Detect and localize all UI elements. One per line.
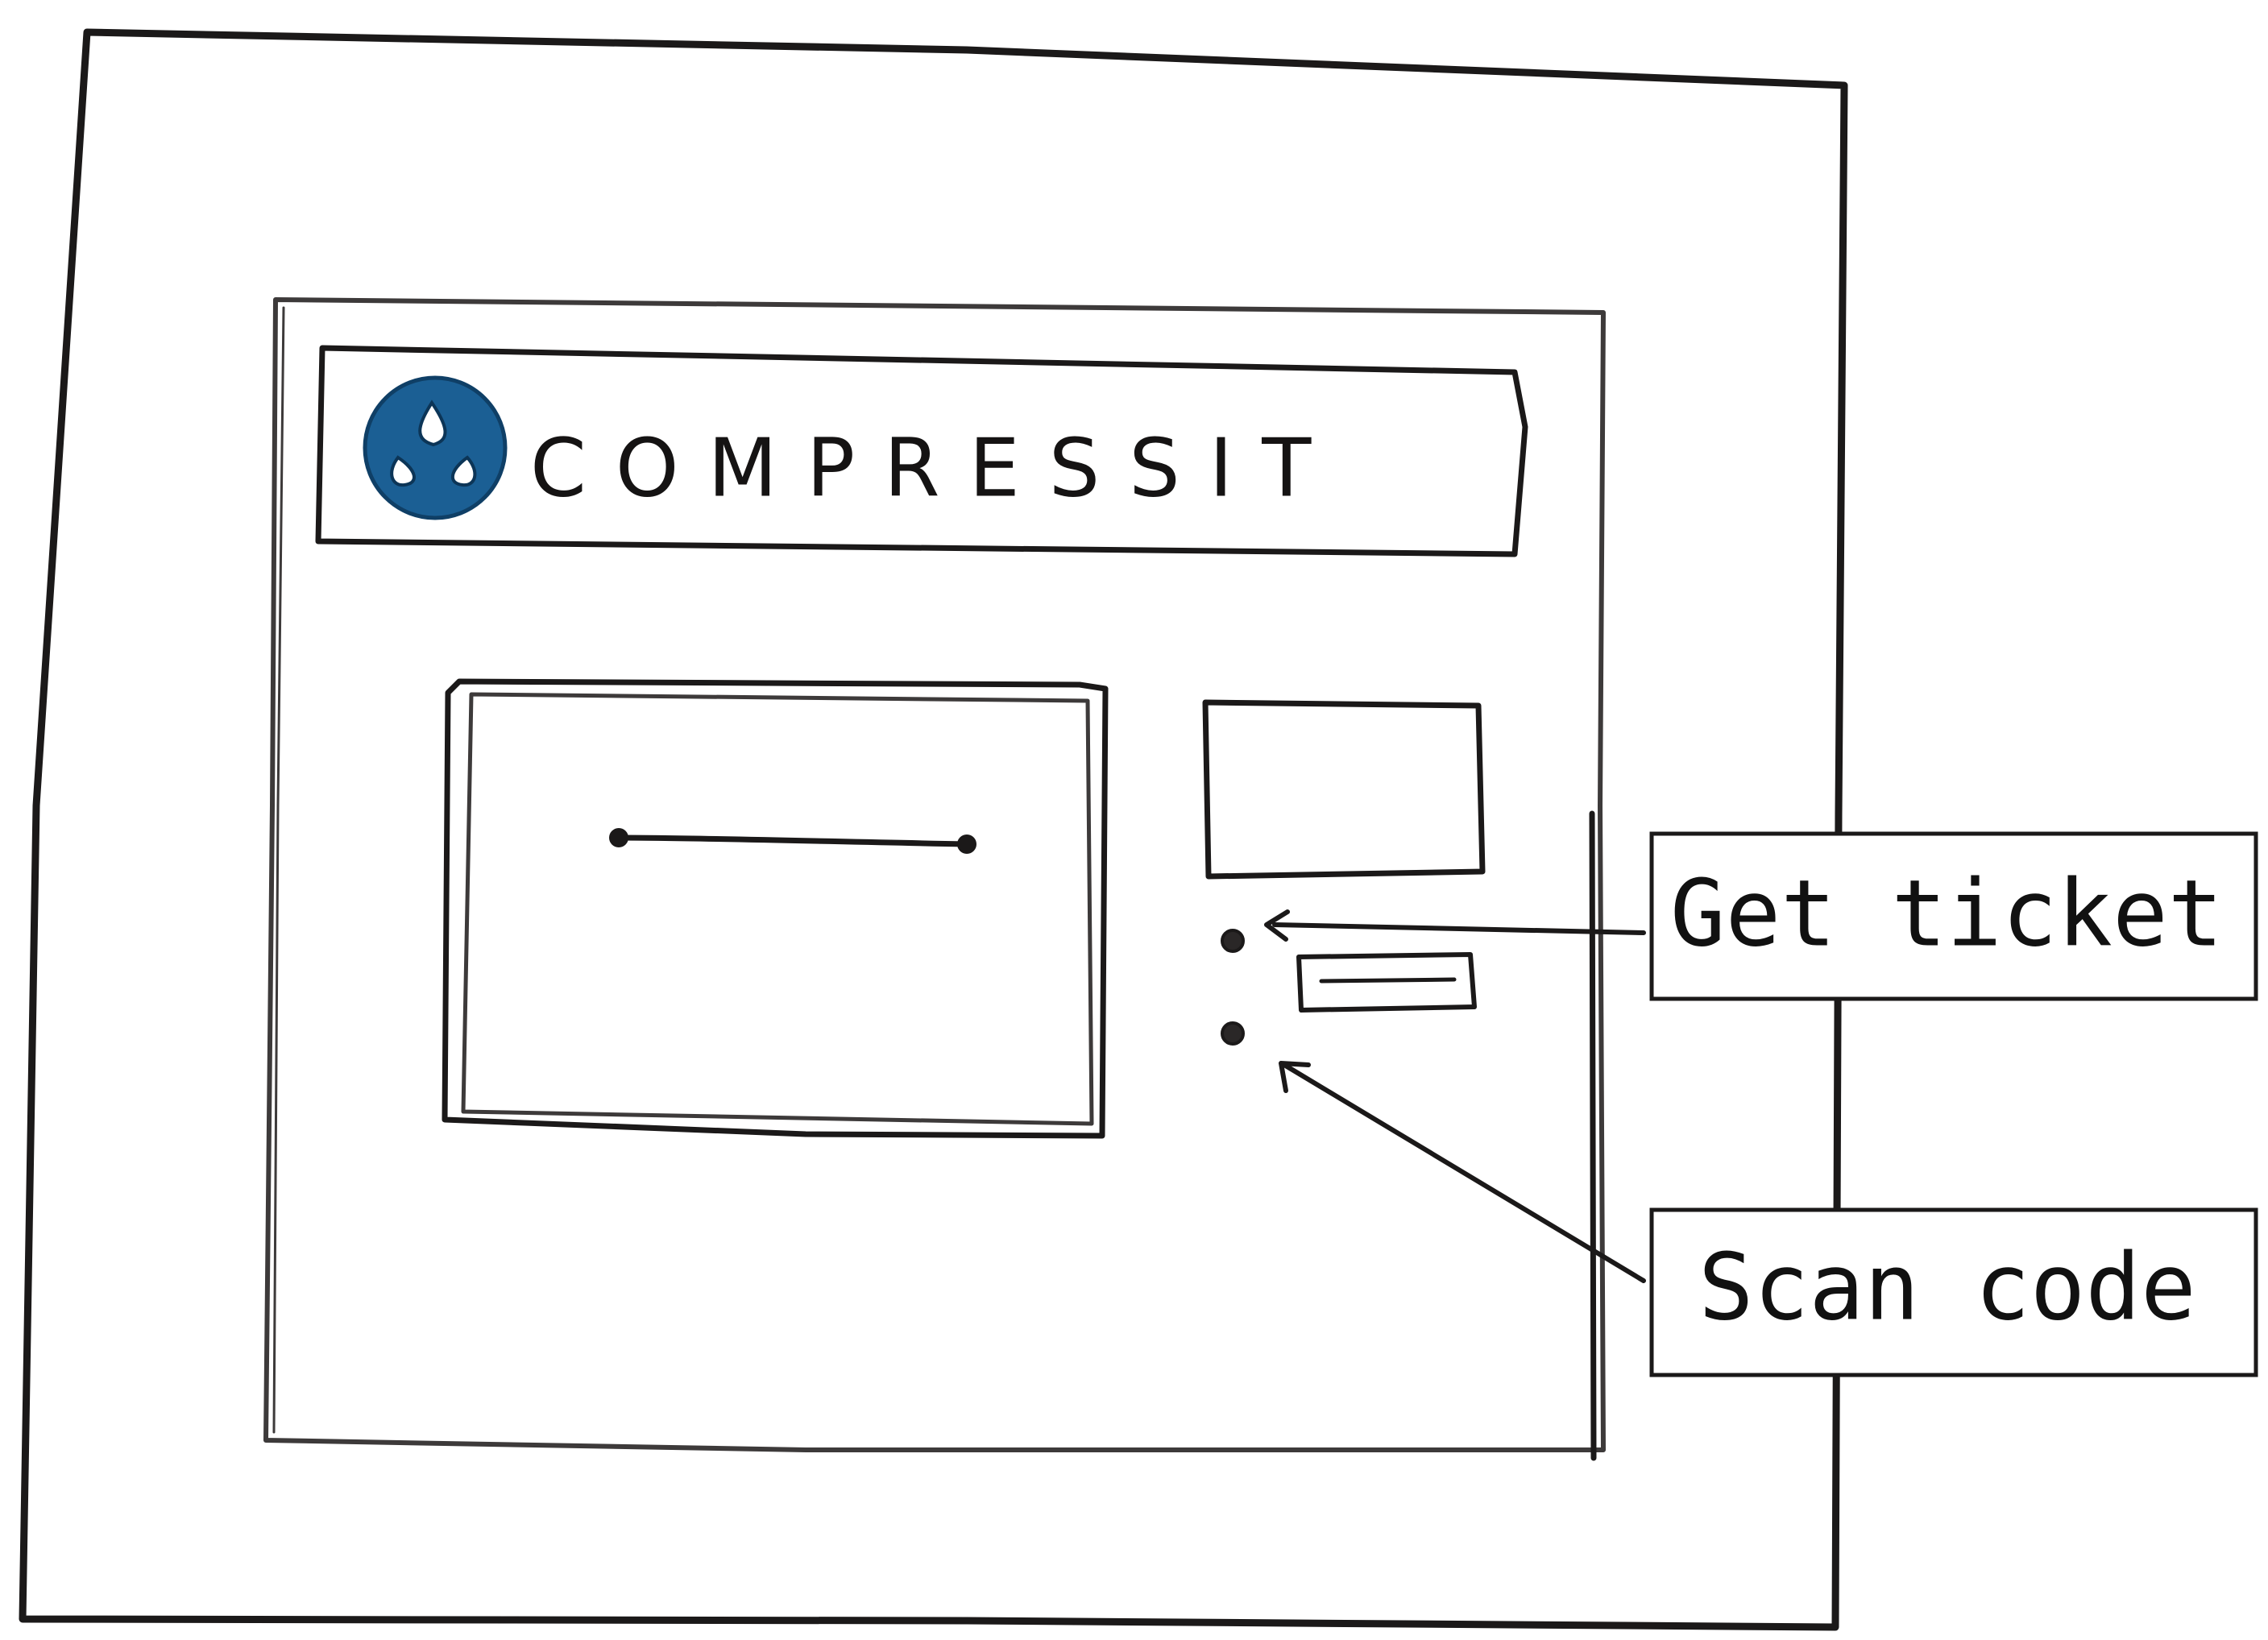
kiosk-panel-shadow — [272, 306, 285, 1434]
header-bar — [315, 345, 1528, 557]
small-display — [1202, 699, 1486, 880]
scan-code-arrow — [1279, 1061, 1646, 1283]
kiosk-panel-right-edge — [1589, 810, 1597, 1461]
screen-slider-line — [616, 834, 970, 847]
callout-scan-code-label: Scan code — [1698, 1233, 2196, 1340]
ticket-slot — [1296, 952, 1477, 1013]
callout-get-ticket-box — [1649, 831, 2258, 1001]
ticket-button[interactable] — [1221, 929, 1245, 953]
screen-slider-start — [609, 828, 628, 847]
kiosk-panel — [263, 297, 1606, 1452]
ticket-slot-opening — [1319, 977, 1457, 984]
callout-get-ticket-label: Get ticket — [1670, 859, 2223, 967]
water-drops-icon — [363, 375, 508, 520]
get-ticket-arrow — [1264, 909, 1646, 942]
machine-outer-frame — [19, 28, 1848, 1631]
scan-button[interactable] — [1221, 1021, 1245, 1046]
screen-slider-end — [957, 834, 976, 854]
callout-scan-code-box — [1649, 1207, 2258, 1377]
display-screen-outer — [442, 678, 1109, 1139]
brand-name: COMPRESSIT — [530, 420, 1340, 515]
display-screen-inner — [461, 692, 1094, 1126]
